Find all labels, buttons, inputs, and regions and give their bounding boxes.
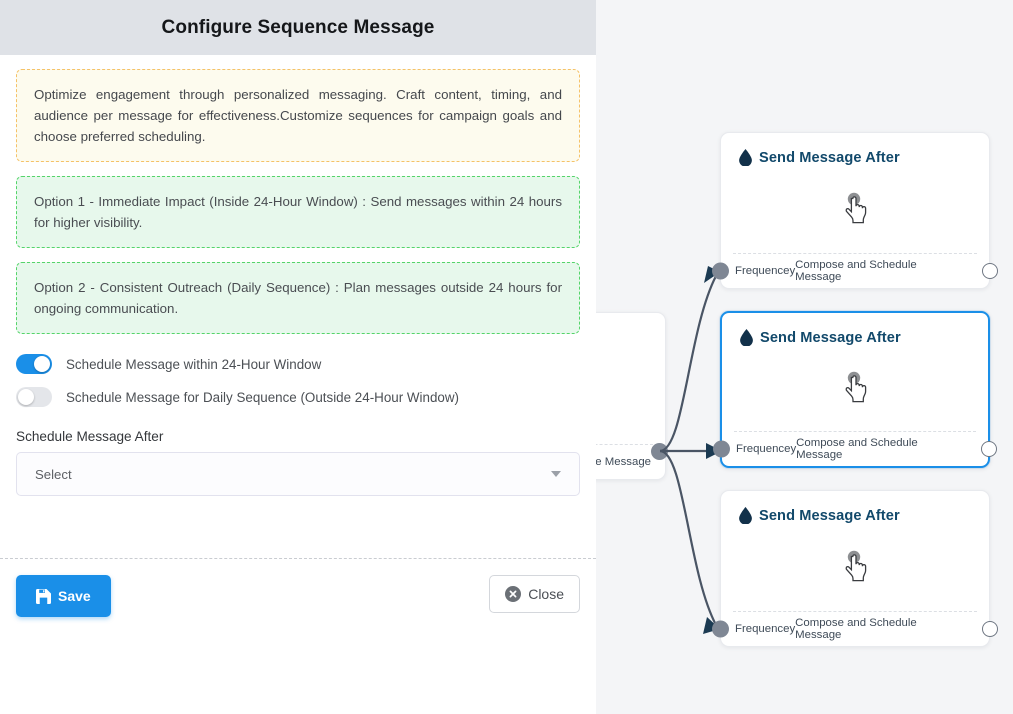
toggle-knob [34, 356, 50, 372]
node-footer: Frequencey Compose and Schedule Message [713, 432, 997, 466]
water-drop-icon [739, 149, 752, 167]
upstream-output-handle[interactable] [651, 443, 668, 460]
save-floppy-icon [36, 588, 51, 604]
flow-node-send-message-after-3[interactable]: Send Message After Frequencey Compose an… [712, 490, 998, 647]
node-foot-frequency: Frequencey [735, 623, 796, 635]
close-circle-icon [505, 586, 522, 602]
toggle-group: Schedule Message within 24-Hour Window S… [16, 354, 580, 407]
node-body [734, 346, 976, 432]
node-body [733, 166, 977, 254]
configure-sequence-panel: Configure Sequence Message Optimize enga… [0, 0, 596, 714]
toggle-schedule-within-24h[interactable] [16, 354, 52, 374]
node-header: Send Message After [722, 313, 988, 347]
hand-pointer-icon [834, 368, 876, 410]
water-drop-icon [740, 329, 753, 347]
hand-pointer-icon [834, 547, 876, 589]
node-foot-frequency: Frequencey [735, 265, 796, 277]
water-drop-icon [739, 507, 752, 525]
option-note-1: Option 1 - Immediate Impact (Inside 24-H… [16, 176, 580, 248]
save-button-label: Save [58, 588, 91, 604]
flow-canvas[interactable]: ce Message [596, 0, 1013, 714]
upstream-node-foot: ce Message [596, 456, 651, 468]
node-foot-compose: Compose and Schedule Message [795, 259, 917, 283]
panel-body: Optimize engagement through personalized… [0, 55, 596, 558]
schedule-after-select[interactable]: Select [16, 452, 580, 496]
node-header: Send Message After [721, 133, 989, 167]
hand-pointer-icon [834, 189, 876, 231]
close-button-label: Close [528, 586, 564, 602]
edge-to-node-1 [659, 275, 717, 453]
node-body [733, 524, 977, 612]
chevron-down-icon [551, 471, 561, 477]
edge-to-node-3 [659, 449, 717, 626]
node-title: Send Message After [759, 149, 900, 166]
upstream-node-body [596, 313, 653, 445]
option-note-2: Option 2 - Consistent Outreach (Daily Se… [16, 262, 580, 334]
node-foot-frequency: Frequencey [736, 443, 797, 455]
node-input-handle[interactable] [713, 440, 730, 458]
node-title: Send Message After [760, 329, 901, 346]
node-foot-compose: Compose and Schedule Message [795, 617, 917, 641]
toggle-row-within-24h[interactable]: Schedule Message within 24-Hour Window [16, 354, 580, 374]
node-input-handle[interactable] [712, 262, 729, 280]
panel-footer: Save Close [0, 558, 596, 714]
schedule-message-after-field: Schedule Message After Select [16, 429, 580, 496]
node-title: Send Message After [759, 507, 900, 524]
panel-header: Configure Sequence Message [0, 0, 596, 55]
toggle-label-within-24h: Schedule Message within 24-Hour Window [66, 356, 322, 372]
node-input-handle[interactable] [712, 620, 729, 638]
toggle-schedule-daily-sequence[interactable] [16, 387, 52, 407]
page-title: Configure Sequence Message [161, 16, 435, 38]
info-note-description: Optimize engagement through personalized… [16, 69, 580, 162]
field-label-schedule-after: Schedule Message After [16, 429, 164, 444]
node-header: Send Message After [721, 491, 989, 525]
toggle-label-daily-sequence: Schedule Message for Daily Sequence (Out… [66, 389, 459, 405]
toggle-knob [18, 389, 34, 405]
node-footer: Frequencey Compose and Schedule Message [712, 612, 998, 646]
flow-node-send-message-after-1[interactable]: Send Message After Frequencey Compose an… [712, 132, 998, 289]
close-button[interactable]: Close [489, 575, 580, 613]
node-foot-compose: Compose and Schedule Message [796, 437, 918, 461]
save-button[interactable]: Save [16, 575, 111, 617]
node-footer: Frequencey Compose and Schedule Message [712, 254, 998, 288]
select-value: Select [35, 466, 72, 482]
node-output-handle[interactable] [982, 621, 998, 637]
node-output-handle[interactable] [981, 441, 997, 457]
flow-node-send-message-after-2[interactable]: Send Message After Frequencey Compose an… [713, 311, 997, 468]
node-output-handle[interactable] [982, 263, 998, 279]
toggle-row-daily-sequence[interactable]: Schedule Message for Daily Sequence (Out… [16, 387, 580, 407]
